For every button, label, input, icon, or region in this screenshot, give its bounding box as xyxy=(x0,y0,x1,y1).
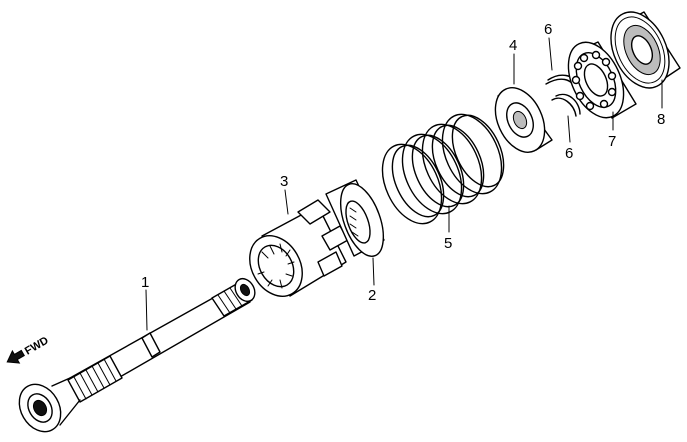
fwd-label: FWD xyxy=(23,335,51,358)
callout-4: 4 xyxy=(509,37,517,54)
coil-spring xyxy=(381,113,505,225)
oil-seal xyxy=(610,11,681,89)
fwd-direction-marker: FWD xyxy=(6,335,51,364)
callout-6-upper: 6 xyxy=(544,21,552,38)
callout-6-lower: 6 xyxy=(565,145,573,162)
dog-clutch xyxy=(325,179,385,257)
housing-inner-teeth xyxy=(257,243,295,289)
leader-lines xyxy=(145,37,663,331)
callout-8: 8 xyxy=(657,111,665,128)
clutch-inner-splines xyxy=(349,207,359,237)
clutch-housing xyxy=(249,199,349,297)
callout-labels: 1 2 3 4 5 6 6 7 8 xyxy=(141,21,665,304)
callout-3: 3 xyxy=(280,173,288,190)
callout-1: 1 xyxy=(141,274,149,291)
arrow-left-icon xyxy=(6,349,25,364)
callout-2: 2 xyxy=(368,287,376,304)
callout-5: 5 xyxy=(444,235,452,252)
circlip-lower xyxy=(551,93,581,117)
shaft-left-splines xyxy=(73,358,117,400)
callout-7: 7 xyxy=(608,133,616,150)
bearing-balls xyxy=(571,50,617,111)
main-shaft xyxy=(18,277,256,433)
spring-seat xyxy=(494,87,553,153)
